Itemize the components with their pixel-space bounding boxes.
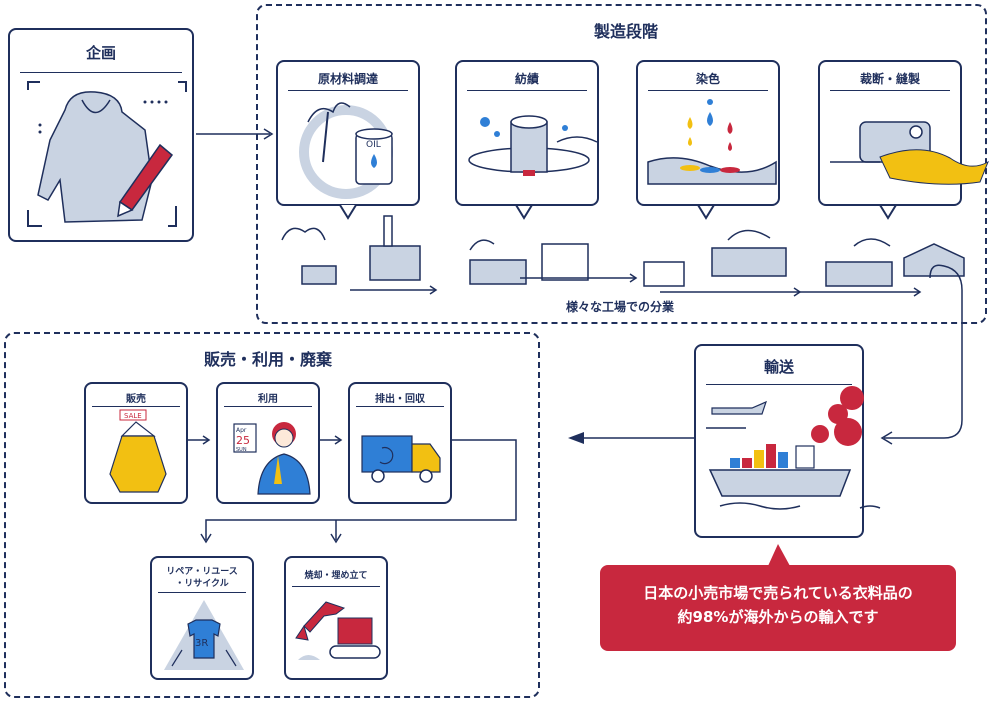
step-card-raw-materials: 原材料調達 OIL	[276, 60, 420, 206]
step-label: 原材料調達	[317, 72, 378, 86]
step-card-use: 利用 Apr 25 SUN	[216, 382, 320, 504]
step-label: 染色	[695, 72, 720, 86]
calendar-weekday: SUN	[236, 447, 247, 453]
step-label: 紡績	[514, 72, 539, 86]
ending-label: 焼却・埋め立て	[304, 571, 368, 581]
step-card-sales: 販売 SALE	[84, 382, 188, 504]
step-divider	[92, 406, 180, 407]
step-card-spinning: 紡績	[455, 60, 599, 206]
step-label: 排出・回収	[375, 394, 425, 405]
step-card-dyeing: 染色	[636, 60, 780, 206]
pencil-icon	[117, 143, 174, 218]
step-label: 利用	[258, 394, 278, 405]
dyeing-drops-illustration	[647, 99, 777, 185]
ending-label-line2: ・リサイクル	[175, 579, 229, 589]
step-divider	[356, 406, 444, 407]
recycle-shirt-illustration: 3R	[164, 600, 244, 670]
excavator-icon	[295, 601, 381, 660]
sales-use-disposal-title: 販売・利用・廃棄	[203, 350, 332, 369]
manufacturing-caption: 様々な工場での分業	[565, 300, 674, 314]
manufacturing-title: 製造段階	[593, 22, 658, 41]
sales-use-disposal-section	[4, 332, 540, 698]
calendar-month: Apr	[236, 427, 247, 434]
planning-card: 企画	[8, 28, 194, 242]
transport-divider	[706, 384, 852, 385]
ending-divider	[292, 586, 380, 587]
planning-title: 企画	[85, 44, 116, 62]
step-divider	[224, 406, 312, 407]
raw-materials-illustration: OIL	[299, 102, 393, 199]
truck-icon	[361, 435, 441, 483]
ending-card-incineration: 焼却・埋め立て	[284, 556, 388, 680]
sale-tag: SALE	[124, 412, 142, 420]
ending-card-3r: リペア・リユース ・リサイクル 3R	[150, 556, 254, 680]
callout-line-2: 約98%が海外からの輸入です	[677, 608, 879, 626]
sewing-machine-illustration	[830, 121, 989, 185]
step-label: 販売	[126, 394, 146, 405]
step-card-cutting-sewing: 裁断・縫製	[818, 60, 989, 206]
ending-label-line1: リペア・リユース	[166, 567, 238, 577]
step-label: 裁断・縫製	[859, 72, 920, 86]
3r-badge: 3R	[195, 638, 208, 649]
import-statistic-callout: 日本の小売市場で売られている衣料品の 約98%が海外からの輸入です	[600, 565, 956, 651]
hoodie-on-hanger-illustration: SALE	[109, 409, 167, 493]
person-with-calendar-illustration: Apr 25 SUN	[233, 422, 311, 495]
calendar-day: 25	[236, 434, 250, 447]
hoodie-sketch-illustration	[27, 81, 187, 227]
callout-line-1: 日本の小売市場で売られている衣料品の	[643, 584, 913, 602]
step-divider	[648, 90, 768, 91]
step-card-collection: 排出・回収	[348, 382, 452, 504]
spinning-spool-illustration	[468, 115, 598, 176]
step-divider	[467, 90, 587, 91]
step-divider	[830, 90, 950, 91]
oil-label: OIL	[366, 140, 381, 150]
transport-title: 輸送	[763, 358, 794, 376]
step-divider	[288, 90, 408, 91]
ending-divider	[158, 592, 246, 593]
planning-divider	[20, 72, 182, 73]
